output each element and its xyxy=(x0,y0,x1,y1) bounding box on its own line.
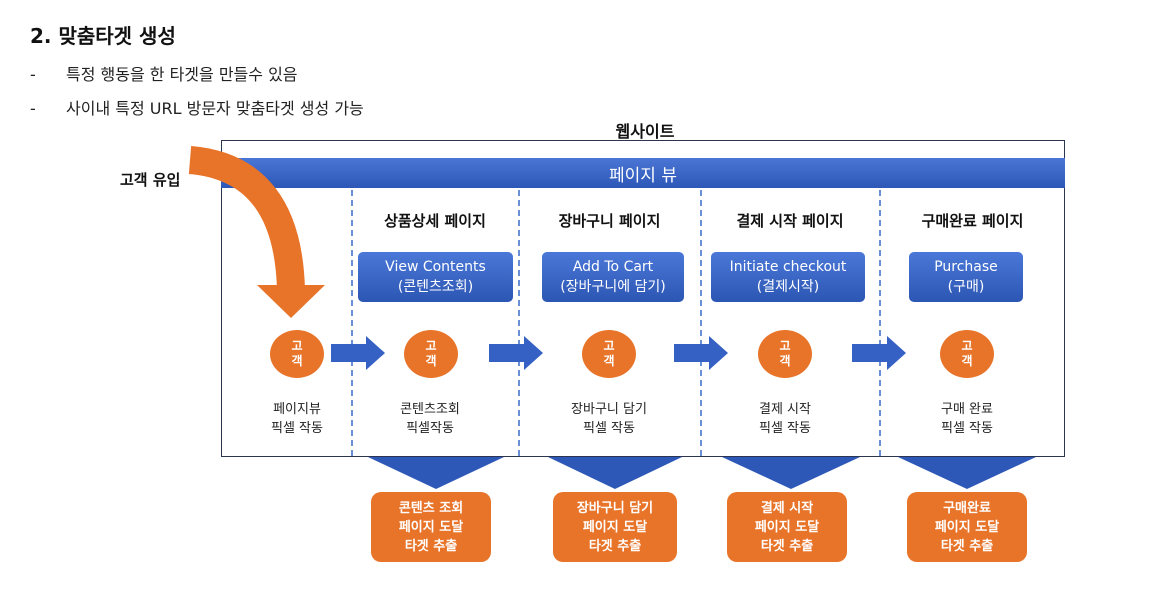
customer-label-top: 고 xyxy=(291,339,303,353)
target-line2: 페이지 도달 xyxy=(582,519,648,535)
pixel-description: 콘텐츠조회 픽셀작동 xyxy=(380,400,480,438)
target-line2: 페이지 도달 xyxy=(934,519,1000,535)
event-name: Initiate checkout xyxy=(729,259,847,275)
customer-label-top: 고 xyxy=(961,339,973,353)
customer-label-top: 고 xyxy=(603,339,615,353)
pixel-description-line1: 페이지뷰 xyxy=(273,402,321,417)
customer-label-top: 고 xyxy=(779,339,791,353)
funnel-down-triangle xyxy=(548,457,682,489)
event-box-add-to-cart: Add To Cart (장바구니에 담기) xyxy=(542,252,684,302)
target-line3: 타겟 추출 xyxy=(760,538,814,554)
pixel-description-line2: 픽셀 작동 xyxy=(941,421,993,436)
customer-label-bottom: 객 xyxy=(291,354,303,368)
event-name: Purchase xyxy=(934,259,998,275)
page-heading: 2. 맞춤타겟 생성 xyxy=(30,24,176,48)
flow-arrow-right xyxy=(489,336,543,370)
target-line1: 구매완료 xyxy=(943,500,991,516)
funnel-down-triangle xyxy=(368,457,504,489)
target-box-checkout: 결제 시작 페이지 도달 타겟 추출 xyxy=(727,492,847,562)
bullet-item: - 특정 행동을 한 타겟을 만들수 있음 xyxy=(30,61,298,85)
event-subtitle: (구매) xyxy=(947,279,985,295)
event-box-purchase: Purchase (구매) xyxy=(909,252,1023,302)
target-line1: 결제 시작 xyxy=(760,500,814,516)
bullet-dash: - xyxy=(30,65,36,84)
target-box-contents: 콘텐츠 조회 페이지 도달 타겟 추출 xyxy=(371,492,491,562)
pixel-description: 장바구니 담기 픽셀 작동 xyxy=(554,400,664,438)
website-label: 웹사이트 xyxy=(615,122,675,141)
pixel-description: 페이지뷰 픽셀 작동 xyxy=(247,400,347,438)
funnel-down-triangle xyxy=(722,457,860,489)
pageview-bar: 페이지 뷰 xyxy=(221,158,1065,188)
website-frame xyxy=(221,140,1065,457)
pixel-description-line2: 픽셀 작동 xyxy=(583,421,635,436)
pixel-description: 결제 시작 픽셀 작동 xyxy=(735,400,835,438)
bullet-dash: - xyxy=(30,99,36,118)
customer-label-bottom: 객 xyxy=(603,354,615,368)
pixel-description-line2: 픽셀 작동 xyxy=(759,421,811,436)
pixel-description-line1: 콘텐츠조회 xyxy=(400,402,460,417)
stage-title-checkout: 결제 시작 페이지 xyxy=(736,212,844,230)
stage-divider xyxy=(700,190,702,456)
target-line3: 타겟 추출 xyxy=(588,538,642,554)
inflow-label: 고객 유입 xyxy=(120,171,181,189)
target-line1: 장바구니 담기 xyxy=(576,500,654,516)
bullet-text: 특정 행동을 한 타겟을 만들수 있음 xyxy=(66,65,298,84)
target-line3: 타겟 추출 xyxy=(404,538,458,554)
event-box-view-contents: View Contents (콘텐츠조회) xyxy=(358,252,513,302)
target-line2: 페이지 도달 xyxy=(398,519,464,535)
event-subtitle: (장바구니에 담기) xyxy=(560,279,666,295)
customer-label-top: 고 xyxy=(425,339,437,353)
pixel-description-line1: 결제 시작 xyxy=(759,402,811,417)
customer-label-bottom: 객 xyxy=(425,354,437,368)
stage-title-product-detail: 상품상세 페이지 xyxy=(384,212,486,230)
funnel-down-triangle xyxy=(898,457,1036,489)
stage-title-cart: 장바구니 페이지 xyxy=(558,212,661,230)
pixel-description-line2: 픽셀작동 xyxy=(406,421,454,436)
pixel-description-line1: 구매 완료 xyxy=(941,402,993,417)
target-box-cart: 장바구니 담기 페이지 도달 타겟 추출 xyxy=(553,492,677,562)
event-name: View Contents xyxy=(385,259,486,275)
target-box-purchase: 구매완료 페이지 도달 타겟 추출 xyxy=(907,492,1027,562)
event-subtitle: (콘텐츠조회) xyxy=(397,279,474,295)
event-box-initiate-checkout: Initiate checkout (결제시작) xyxy=(711,252,865,302)
flow-arrow-right xyxy=(852,336,906,370)
flow-arrow-right xyxy=(331,336,385,370)
target-line2: 페이지 도달 xyxy=(754,519,820,535)
stage-title-purchase: 구매완료 페이지 xyxy=(921,212,1024,230)
target-line1: 콘텐츠 조회 xyxy=(398,500,464,516)
target-line3: 타겟 추출 xyxy=(940,538,994,554)
curved-inflow-arrowhead xyxy=(257,285,325,318)
curved-inflow-arrow xyxy=(188,146,305,291)
pixel-description: 구매 완료 픽셀 작동 xyxy=(917,400,1017,438)
bullet-item: - 사이내 특정 URL 방문자 맞춤타겟 생성 가능 xyxy=(30,95,364,119)
stage-divider xyxy=(879,190,881,456)
stage-divider xyxy=(351,190,353,456)
customer-label-bottom: 객 xyxy=(779,354,791,368)
flow-arrow-right xyxy=(674,336,728,370)
customer-label-bottom: 객 xyxy=(961,354,973,368)
event-subtitle: (결제시작) xyxy=(756,279,820,295)
event-name: Add To Cart xyxy=(572,259,654,275)
pixel-description-line2: 픽셀 작동 xyxy=(271,421,323,436)
bullet-text: 사이내 특정 URL 방문자 맞춤타겟 생성 가능 xyxy=(66,99,364,118)
stage-divider xyxy=(518,190,520,456)
pixel-description-line1: 장바구니 담기 xyxy=(571,402,647,417)
